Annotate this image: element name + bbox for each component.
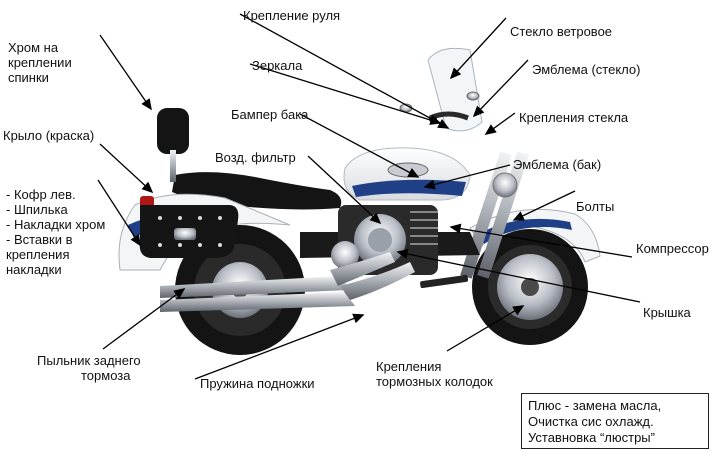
leader-line-emblem-glass xyxy=(473,59,529,117)
leader-line-bolts xyxy=(513,190,576,221)
label-fender-paint: Крыло (краска) xyxy=(3,128,95,143)
arrowhead-fender-paint xyxy=(141,181,154,194)
arrowhead-air-filter xyxy=(369,212,382,225)
arrowhead-bolts xyxy=(512,211,525,221)
leader-line-air-filter xyxy=(307,155,381,224)
backrest xyxy=(157,108,189,154)
label-windshield-glass: Стекло ветровое xyxy=(510,24,613,39)
front-wheel xyxy=(472,229,588,345)
arrowhead-windshield-mounts xyxy=(484,124,497,135)
arrowhead-handlebar-mount xyxy=(437,118,450,129)
leader-line-cover xyxy=(397,251,641,303)
leader-line-footrest-spring xyxy=(194,314,364,380)
leader-line-windshield-glass xyxy=(450,17,507,79)
label-bolts: Болты xyxy=(576,199,615,214)
leader-line-rear-brake-dust xyxy=(102,288,185,350)
motorcycle-illustration xyxy=(118,47,601,355)
arrowhead-brake-pad-mounts xyxy=(512,305,525,316)
arrowhead-compressor xyxy=(449,223,462,234)
label-chrome-backrest: Хром на креплении спинки xyxy=(8,40,72,85)
note-line: Плюс - замена масла, xyxy=(528,398,662,413)
label-windshield-mounts: Крепления стекла xyxy=(519,110,629,125)
engine xyxy=(331,205,438,275)
arrowhead-windshield-glass xyxy=(449,67,462,80)
leader-line-tank-bumper xyxy=(299,113,419,178)
note-line: Очистка сис охлажд. xyxy=(528,414,654,429)
arrowhead-cover xyxy=(396,249,409,259)
label-compressor: Компрессор xyxy=(636,241,709,256)
label-footrest-spring: Пружина подножки xyxy=(200,376,315,391)
arrowhead-rear-brake-dust xyxy=(173,288,186,299)
label-mirrors: Зеркала xyxy=(252,58,303,73)
arrowhead-emblem-tank xyxy=(423,179,436,190)
leader-line-handlebar-mount xyxy=(239,13,449,129)
leader-line-compressor xyxy=(450,226,633,258)
note-box: Плюс - замена масла, Очистка сис охлажд.… xyxy=(521,393,709,449)
label-left-side-list: - Кофр лев. - Шпилька - Накладки хром - … xyxy=(6,187,106,277)
note-line: Уставновка “люстры” xyxy=(528,430,655,445)
leader-line-left-side xyxy=(97,179,141,246)
leader-line-mirrors xyxy=(249,63,441,124)
leader-line-fender-paint xyxy=(99,143,153,193)
leader-line-brake-pad-mounts xyxy=(446,305,524,352)
arrowhead-tank-bumper xyxy=(407,168,420,178)
leader-line-emblem-tank xyxy=(424,164,511,188)
arrowhead-emblem-glass xyxy=(472,105,485,118)
arrowhead-left-side xyxy=(130,234,141,247)
label-rear-brake-dust: Пыльник заднего тормоза xyxy=(37,353,141,383)
exhaust xyxy=(160,252,415,312)
label-cover: Крышка xyxy=(643,305,691,320)
label-tank-bumper: Бампер бака xyxy=(231,107,309,122)
leader-line-chrome-backrest xyxy=(99,34,152,110)
label-brake-pad-mounts: Крепления тормозных колодок xyxy=(376,359,493,389)
leader-lines xyxy=(97,13,641,380)
label-emblem-tank: Эмблема (бак) xyxy=(513,157,602,172)
label-air-filter: Возд. фильтр xyxy=(215,150,296,165)
arrowhead-chrome-backrest xyxy=(141,98,152,111)
arrowhead-footrest-spring xyxy=(352,313,365,324)
label-emblem-glass: Эмблема (стекло) xyxy=(532,62,641,77)
windshield xyxy=(427,47,483,132)
arrowhead-mirrors xyxy=(429,115,442,125)
label-handlebar-mount: Крепление руля xyxy=(243,8,341,23)
